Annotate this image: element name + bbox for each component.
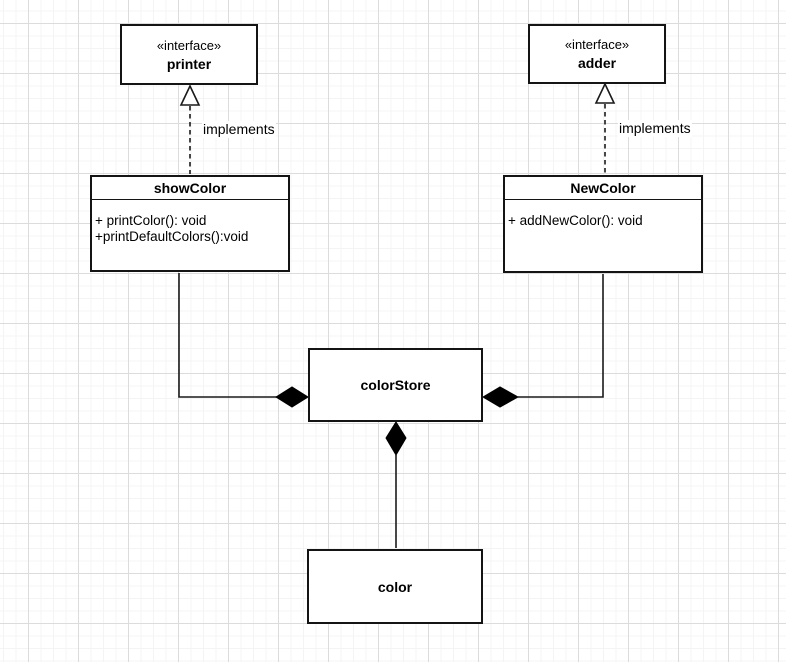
class-name: color [377,578,413,595]
class-node-showcolor[interactable]: showColor + printColor(): void +printDef… [90,175,290,272]
class-node-colorstore[interactable]: colorStore [308,348,483,422]
class-node-newcolor[interactable]: NewColor + addNewColor(): void [503,175,703,273]
method-label: + printColor(): void [95,213,207,228]
edge-newcolor-implements-adder[interactable] [594,82,616,174]
edge-label-implements-left[interactable]: implements [202,121,276,138]
interface-name: adder [577,55,617,71]
class-name: colorStore [360,377,431,393]
stereotype-label: «interface» [156,37,222,53]
interface-name: printer [166,55,212,72]
interface-node-printer[interactable]: «interface» printer [120,24,258,85]
class-name: showColor [92,177,288,200]
hollow-triangle-arrowhead-icon [179,84,201,106]
composition-diamond-icon [482,386,520,408]
stereotype-label: «interface» [564,37,630,52]
composition-edge-line[interactable] [518,274,604,398]
edge-colorstore-composes-showcolor[interactable] [178,273,309,408]
interface-node-adder[interactable]: «interface» adder [528,24,666,84]
edge-colorstore-composes-color[interactable] [385,421,407,548]
composition-diamond-icon [385,421,407,456]
edge-label-implements-right[interactable]: implements [618,120,692,137]
edge-colorstore-composes-newcolor[interactable] [482,274,604,408]
hollow-triangle-arrowhead-icon [594,82,616,104]
class-name: NewColor [505,177,701,200]
method-label: +printDefaultColors():void [95,229,249,244]
class-node-color[interactable]: color [307,549,483,624]
composition-edge-line[interactable] [178,273,277,398]
method-label: + addNewColor(): void [508,213,643,228]
composition-diamond-icon [275,386,309,408]
edge-showcolor-implements-printer[interactable] [179,84,201,174]
